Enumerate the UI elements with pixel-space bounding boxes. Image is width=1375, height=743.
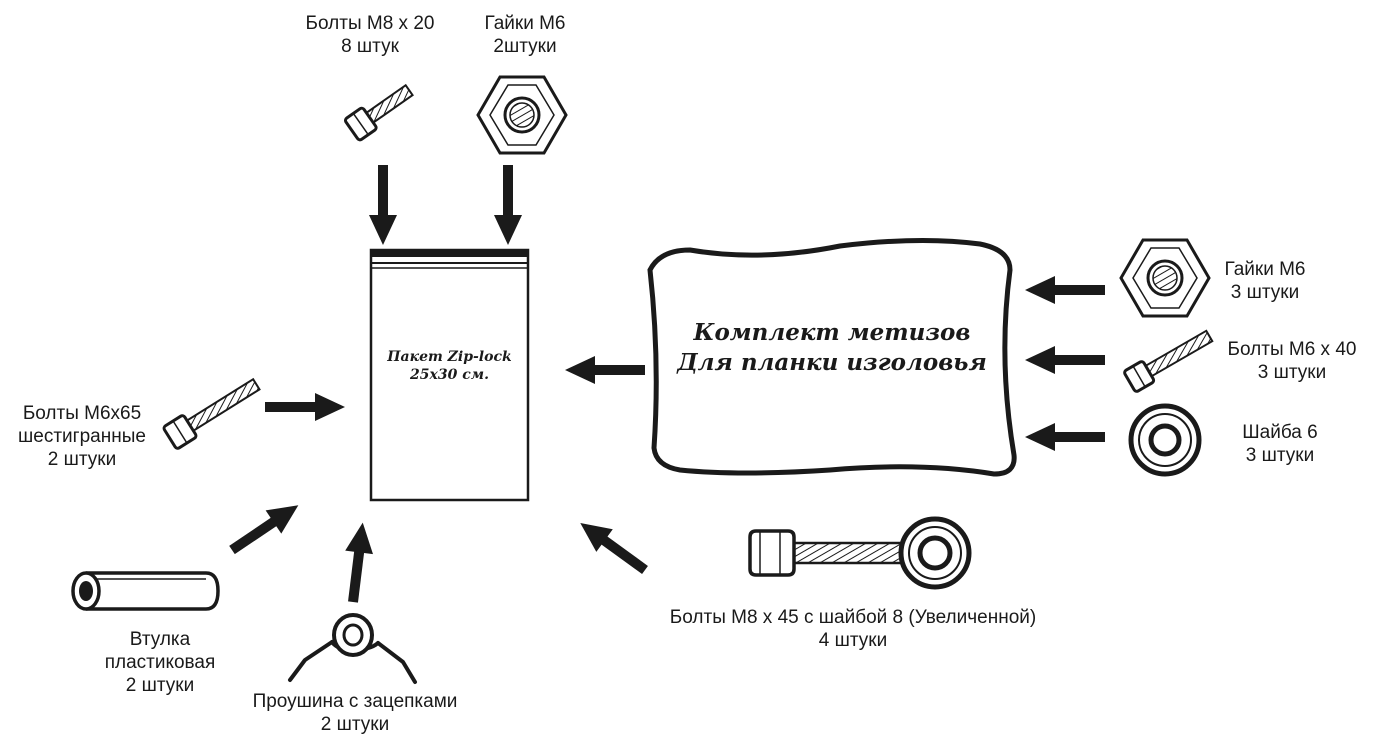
- bag-label-line1: Пакет Zip-lock: [387, 349, 512, 365]
- label-eyelet: Проушина с зацепками 2 штуки: [230, 690, 480, 736]
- arrow-from-nuts-m6-top: [494, 165, 522, 245]
- arrow-from-bolts-m6x65: [265, 393, 345, 421]
- label-nuts-m6-top-qty: 2штуки: [493, 36, 557, 57]
- label-nuts-m6-right: Гайки М6 3 штуки: [1210, 258, 1320, 304]
- arrow-from-eyelet: [339, 520, 377, 604]
- label-bushing-qty: 2 штуки: [125, 675, 195, 696]
- arrow-from-bushing: [224, 493, 307, 562]
- arrow-from-bolts-m8x20: [369, 165, 397, 245]
- label-bolts-m8x45: Болты М8 х 45 с шайбой 8 (Увеличенной) 4…: [628, 606, 1078, 652]
- bushing-icon: [71, 571, 220, 611]
- washer-icon: [898, 516, 972, 590]
- label-bolts-m6x65: Болты М6х65 шестигранные 2 штуки: [2, 402, 162, 471]
- label-nuts-m6-right-qty: 3 штуки: [1230, 282, 1300, 303]
- label-bushing: Втулка пластиковая 2 штуки: [90, 628, 230, 697]
- label-bushing-name: Втулка: [129, 629, 191, 650]
- arrow-from-bolts-m8x45: [572, 511, 654, 582]
- label-washer-6: Шайба 6 3 штуки: [1225, 421, 1335, 467]
- label-bolts-m6x40-qty: 3 штуки: [1257, 362, 1327, 383]
- label-washer-6-name: Шайба 6: [1242, 422, 1318, 443]
- washer-icon: [1128, 403, 1202, 477]
- arrow-from-kit-to-bag: [565, 356, 645, 384]
- label-bushing-type: пластиковая: [104, 652, 216, 673]
- label-bolts-m8x45-name: Болты М8 х 45 с шайбой 8 (Увеличенной): [669, 607, 1037, 628]
- bolt-icon: [1123, 329, 1214, 393]
- bag-label-line2: 25x30 см.: [410, 367, 489, 383]
- kit-title-line1: Комплект метизов: [693, 319, 971, 346]
- bolt-icon: [162, 377, 261, 450]
- label-bolts-m8x20-qty: 8 штук: [341, 36, 399, 57]
- label-bolts-m6x65-qty: 2 штуки: [47, 449, 117, 470]
- zip-lock-bag-icon: [369, 248, 530, 502]
- bolt-icon: [344, 83, 414, 142]
- kit-title-line2: Для планки изголовья: [677, 349, 987, 376]
- arrow-from-bolts-m6x40: [1025, 346, 1105, 374]
- label-eyelet-qty: 2 штуки: [320, 714, 390, 735]
- arrow-from-washer-6: [1025, 423, 1105, 451]
- label-bolts-m6x40: Болты М6 х 40 3 штуки: [1212, 338, 1372, 384]
- label-nuts-m6-right-name: Гайки М6: [1224, 259, 1306, 280]
- kit-title: Комплект метизов Для планки изголовья: [662, 318, 1002, 378]
- bolt-icon: [748, 529, 932, 577]
- arrow-from-nuts-m6-right: [1025, 276, 1105, 304]
- hex-nut-icon: [476, 75, 568, 155]
- label-washer-6-qty: 3 штуки: [1245, 445, 1315, 466]
- label-bolts-m6x65-name: Болты М6х65: [22, 403, 142, 424]
- hardware-kit-pouch: [647, 237, 1017, 477]
- label-bolts-m8x20: Болты М8 х 20 8 штук: [280, 12, 460, 58]
- label-bolts-m6x40-name: Болты М6 х 40: [1227, 339, 1357, 360]
- label-nuts-m6-top-name: Гайки М6: [484, 13, 566, 34]
- label-eyelet-name: Проушина с зацепками: [252, 691, 458, 712]
- label-bolts-m8x45-qty: 4 штуки: [818, 630, 888, 651]
- label-bolts-m8x20-name: Болты М8 х 20: [305, 13, 435, 34]
- bag-label: Пакет Zip-lock 25x30 см.: [372, 348, 527, 384]
- eyelet-clip-icon: [288, 613, 417, 684]
- hex-nut-icon: [1119, 238, 1211, 318]
- label-bolts-m6x65-type: шестигранные: [18, 426, 146, 447]
- label-nuts-m6-top: Гайки М6 2штуки: [470, 12, 580, 58]
